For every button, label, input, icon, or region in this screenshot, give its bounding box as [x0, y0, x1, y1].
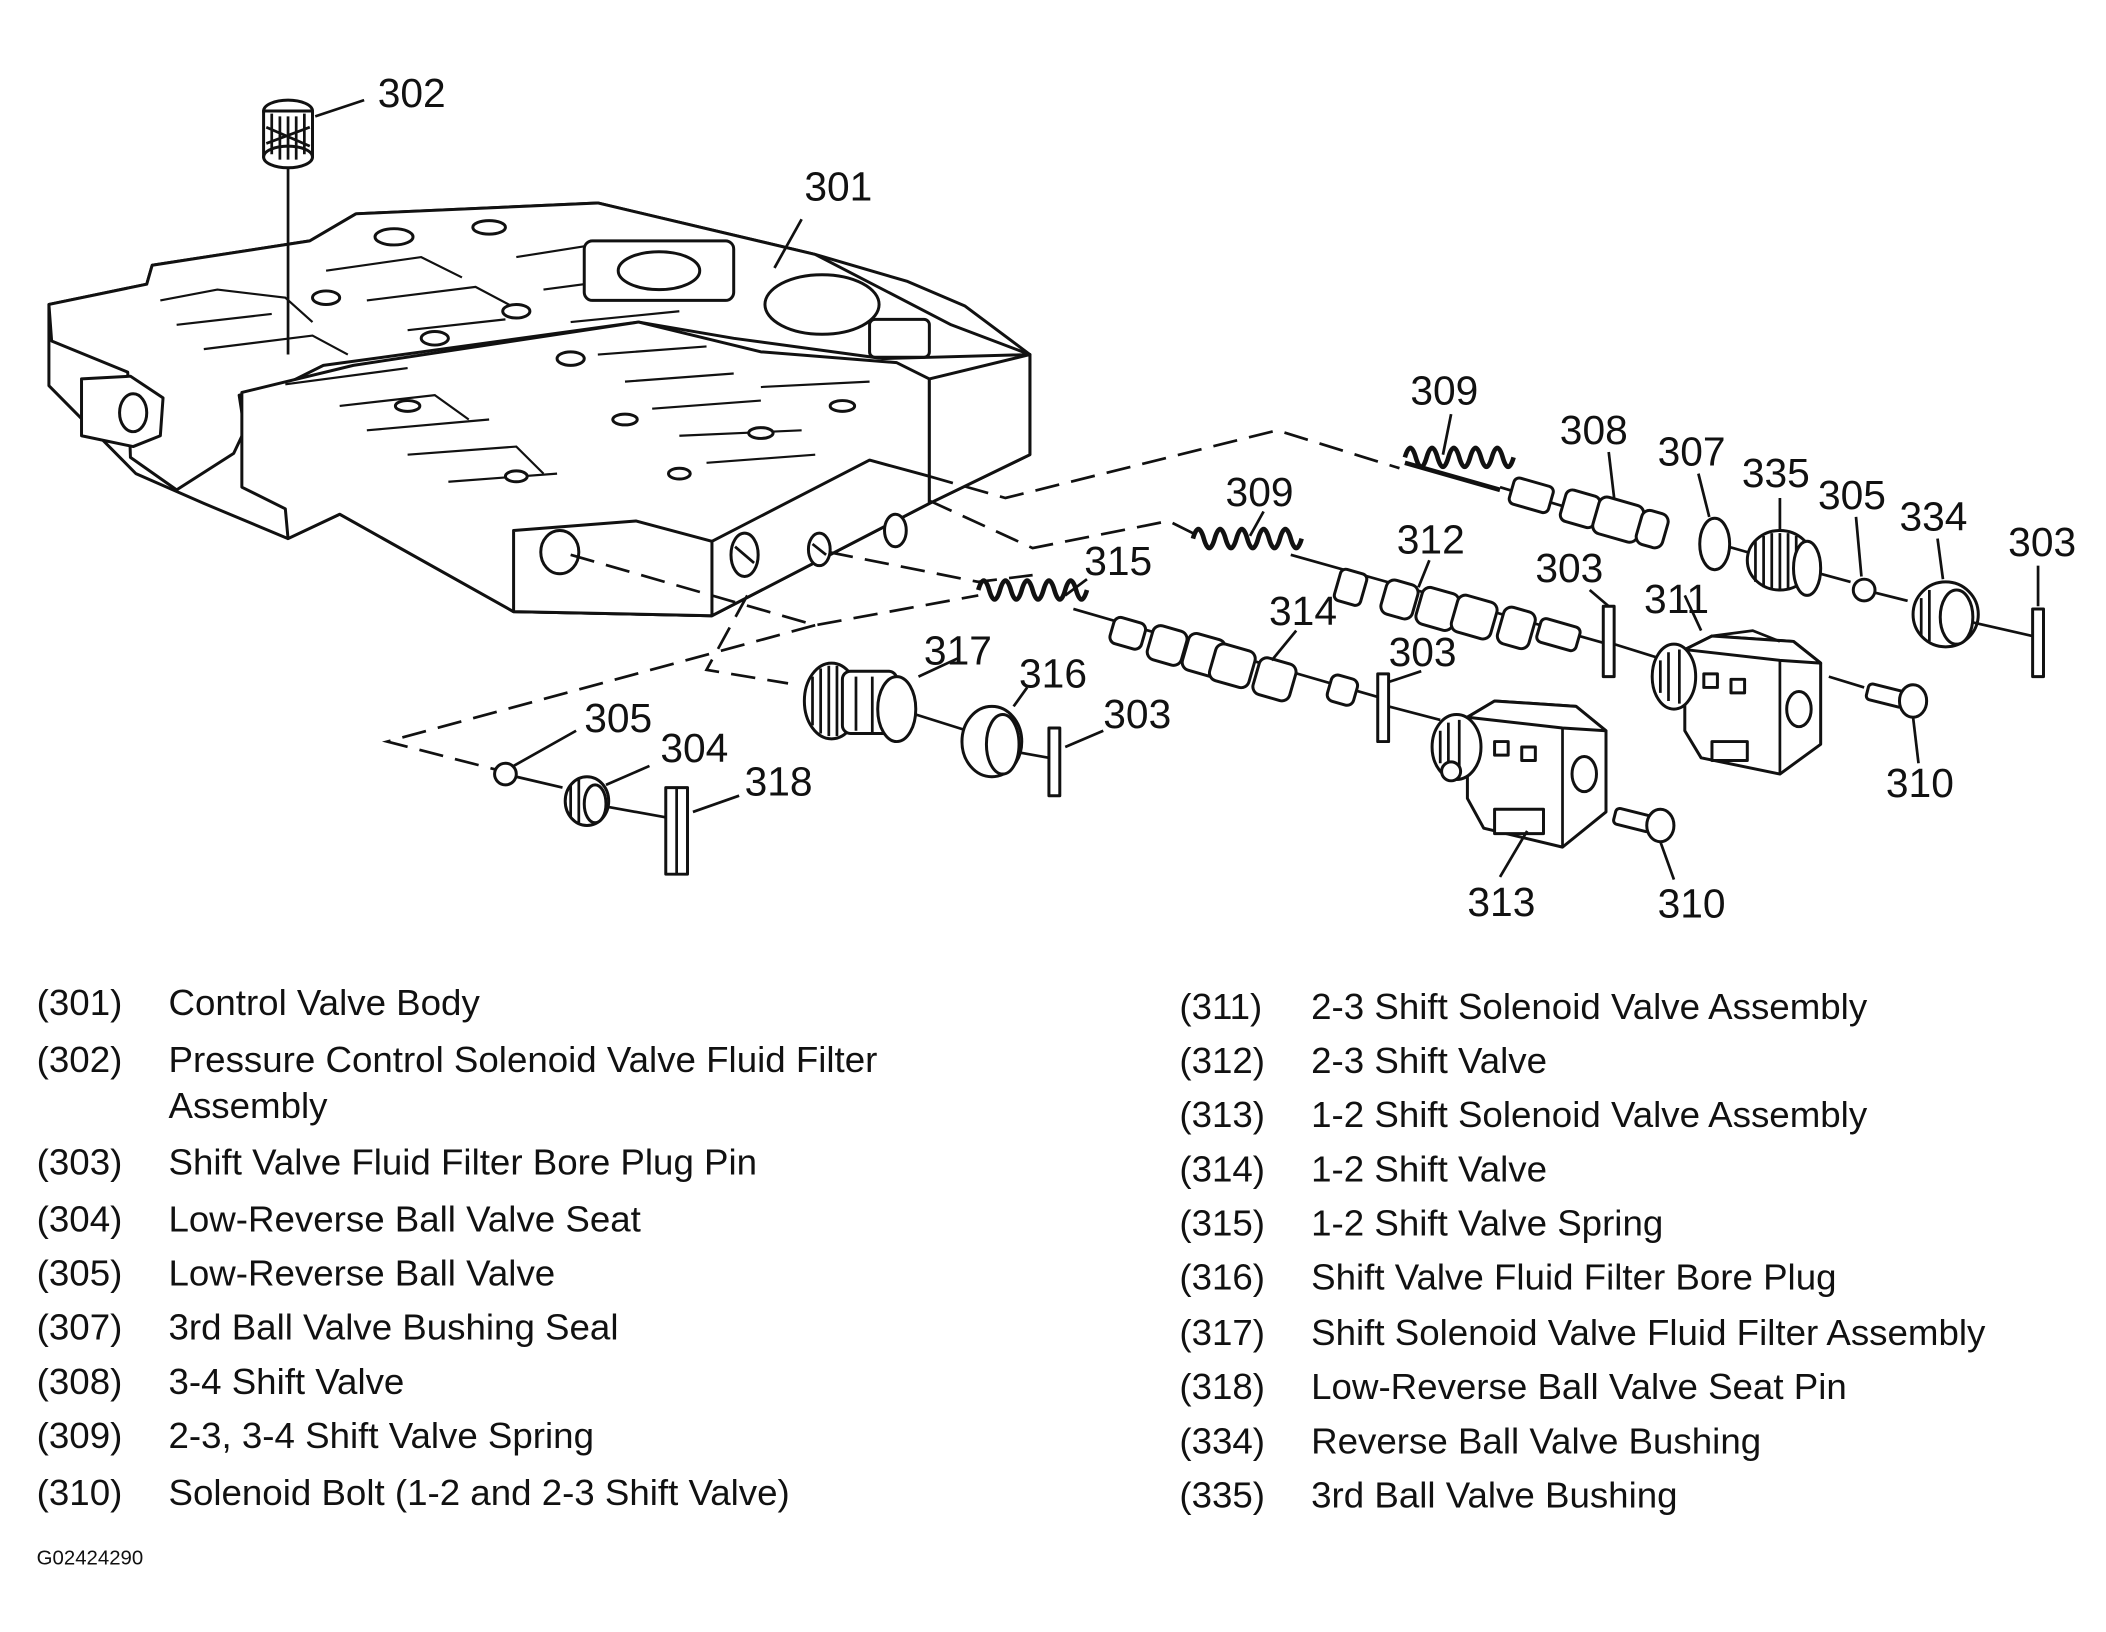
callout-312: 312: [1397, 517, 1465, 563]
callout-310-bottom: 310: [1658, 881, 1726, 927]
legend-code: (308): [36, 1361, 123, 1402]
legend-code: (302): [36, 1039, 123, 1080]
callout-303-lower: 303: [1389, 629, 1457, 675]
legend-label: 2-3 Shift Solenoid Valve Assembly: [1311, 986, 1868, 1028]
legend-label: Shift Valve Fluid Filter Bore Plug Pin: [168, 1142, 758, 1183]
legend-label: 1-2 Shift Solenoid Valve Assembly: [1311, 1094, 1868, 1136]
legend-code: (334): [1179, 1420, 1266, 1462]
legend-code: (310): [36, 1472, 123, 1513]
figure-id: G02424290: [36, 1546, 144, 1570]
legend-label: Control Valve Body: [168, 982, 480, 1024]
callout-305-top: 305: [1818, 472, 1886, 518]
callout-301: 301: [804, 163, 872, 209]
callout-314: 314: [1269, 588, 1337, 634]
callout-303-front: 303: [1103, 691, 1171, 737]
fluid-filter-302: [262, 98, 365, 355]
front-row-parts: [802, 656, 1104, 798]
callout-302: 302: [378, 70, 446, 116]
exploded-view-diagram: 302 301 309 308 307 335 305 334 303 309 …: [47, 70, 2076, 926]
legend-code: (311): [1179, 986, 1263, 1028]
lower-row-parts: [976, 578, 1676, 881]
legend-label: Shift Valve Fluid Filter Bore Plug: [1311, 1257, 1837, 1298]
legend-code: (314): [1179, 1148, 1266, 1190]
legend-code: (335): [1179, 1475, 1266, 1516]
callout-305-bottom: 305: [584, 695, 652, 741]
legend-label: 3-4 Shift Valve: [168, 1361, 405, 1402]
callout-308: 308: [1560, 407, 1628, 453]
callout-316: 316: [1019, 651, 1087, 697]
legend-code: (303): [36, 1142, 123, 1183]
legend-code: (312): [1179, 1040, 1266, 1082]
legend-code: (305): [36, 1253, 123, 1294]
callout-334: 334: [1899, 494, 1967, 540]
callout-307: 307: [1658, 429, 1726, 475]
callout-303-middle: 303: [1535, 545, 1603, 591]
legend-code: (313): [1179, 1094, 1266, 1136]
legend-label: 2-3, 3-4 Shift Valve Spring: [168, 1415, 594, 1457]
legend-code: (315): [1179, 1203, 1266, 1244]
legend-label: Solenoid Bolt (1-2 and 2-3 Shift Valve): [168, 1472, 790, 1513]
callout-309-top: 309: [1410, 368, 1478, 414]
bottom-left-parts: [493, 729, 740, 876]
assembly-center-lines: [381, 428, 1400, 773]
callout-labels: 302 301 309 308 307 335 305 334 303 309 …: [378, 70, 2076, 926]
legend-label: Reverse Ball Valve Bushing: [1311, 1420, 1762, 1462]
legend-label: Low-Reverse Ball Valve Seat: [168, 1198, 641, 1240]
top-row-parts: [1402, 445, 2045, 679]
legend-label: Low-Reverse Ball Valve Seat Pin: [1311, 1366, 1847, 1408]
legend-left-column: (301) Control Valve Body (302) Pressure …: [37, 980, 1124, 1535]
middle-row-parts: [1190, 526, 1929, 776]
legend-code: (307): [36, 1307, 123, 1348]
callout-311: 311: [1644, 576, 1709, 622]
legend-code: (318): [1179, 1366, 1266, 1408]
callout-304: 304: [660, 725, 728, 771]
callout-310-right: 310: [1886, 760, 1954, 806]
callout-309-middle: 309: [1226, 469, 1294, 515]
legend-label: 3rd Ball Valve Bushing Seal: [168, 1307, 619, 1348]
legend-label: Shift Solenoid Valve Fluid Filter Assemb…: [1311, 1312, 1986, 1354]
callout-318: 318: [745, 759, 813, 805]
callout-303-right: 303: [2008, 519, 2076, 565]
control-valve-body: [47, 201, 1032, 618]
leader-lines: [773, 218, 2040, 684]
legend-code: (317): [1179, 1312, 1266, 1354]
legend-code: (301): [36, 982, 123, 1024]
legend-code: (304): [36, 1198, 123, 1240]
callout-313: 313: [1467, 879, 1535, 925]
legend-code: (309): [36, 1415, 123, 1457]
callout-315: 315: [1084, 538, 1152, 584]
legend-label: 1-2 Shift Valve Spring: [1311, 1203, 1664, 1244]
legend-label: Low-Reverse Ball Valve: [168, 1253, 556, 1294]
legend-label: 1-2 Shift Valve: [1311, 1148, 1548, 1190]
legend-code: (316): [1179, 1257, 1266, 1298]
callout-335: 335: [1742, 450, 1810, 496]
legend-label: 2-3 Shift Valve: [1311, 1040, 1548, 1082]
callout-317: 317: [924, 628, 992, 674]
legend-label: Pressure Control Solenoid Valve Fluid Fi…: [168, 1039, 878, 1126]
legend-label: 3rd Ball Valve Bushing: [1311, 1475, 1678, 1516]
legend-right-column: (311) 2-3 Shift Solenoid Valve Assembly …: [1179, 984, 2103, 1539]
